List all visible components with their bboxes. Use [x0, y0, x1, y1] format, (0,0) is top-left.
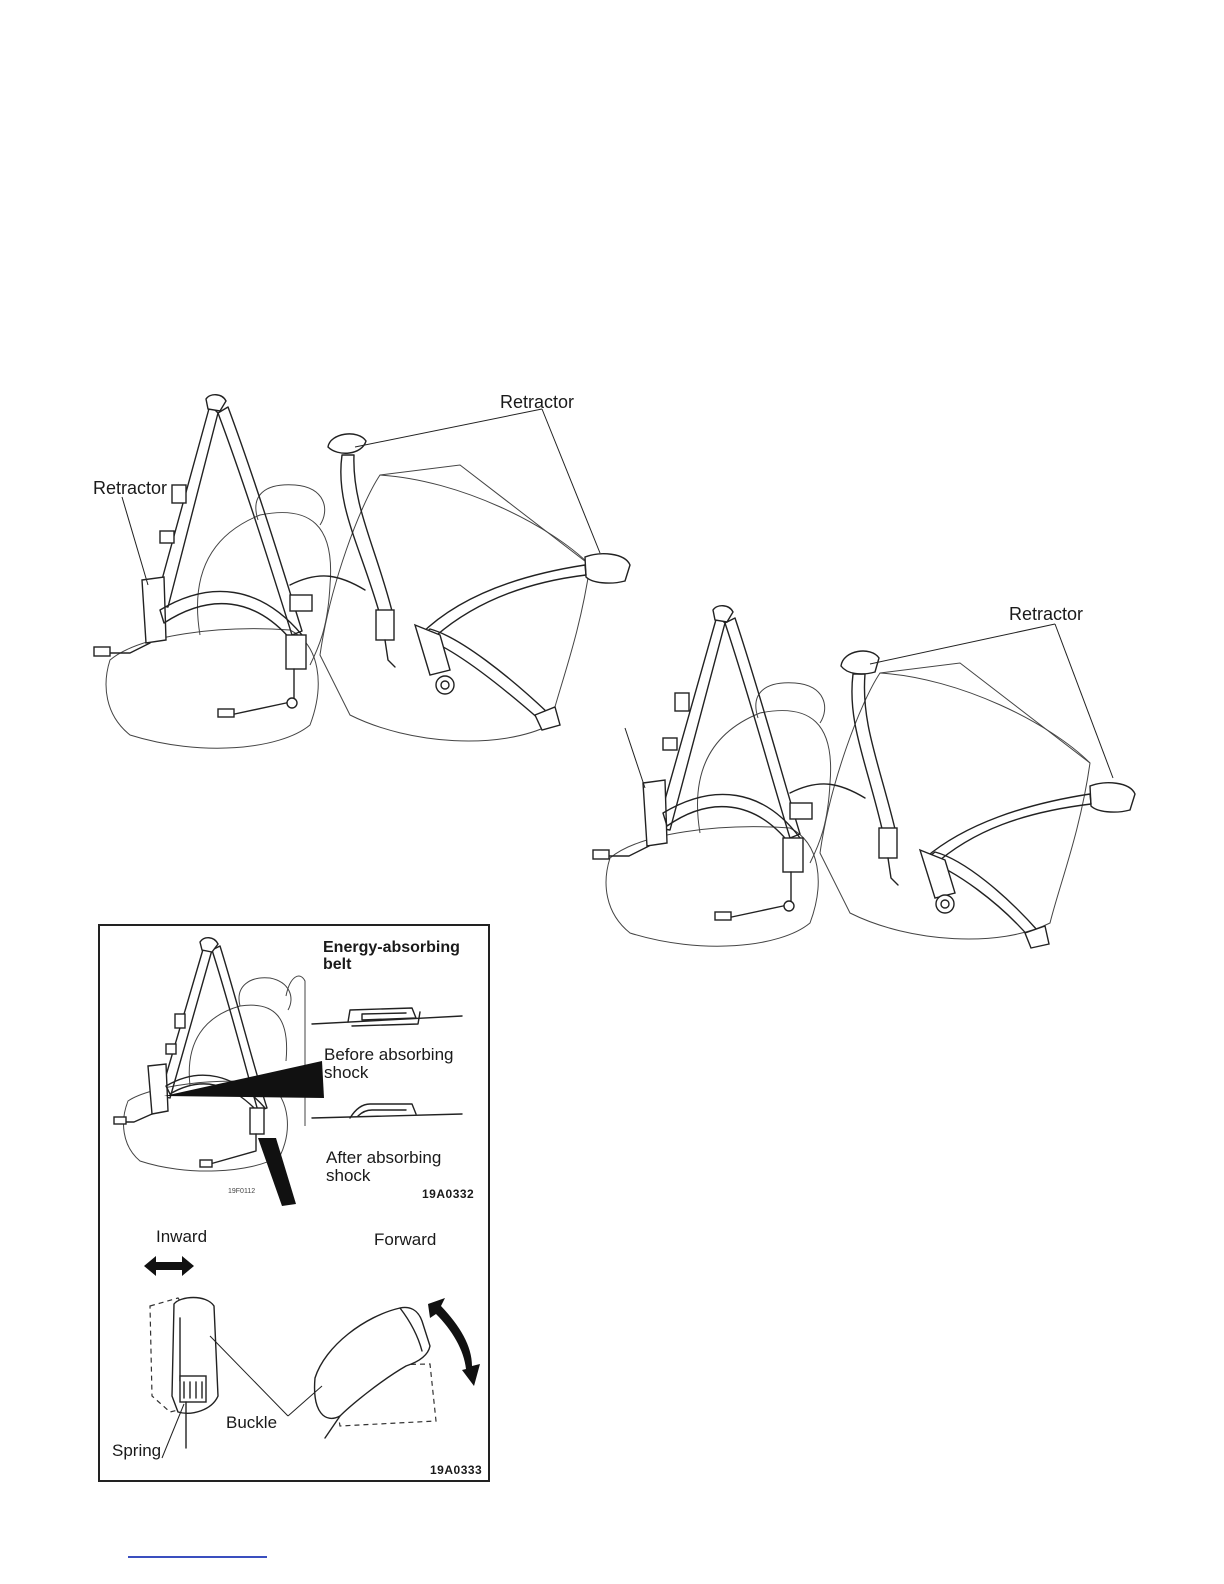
zoom-wedge-upper: [164, 1061, 324, 1098]
before-absorbing-label: Before absorbing shock: [324, 1046, 453, 1082]
retractor-label: Retractor: [1009, 605, 1083, 623]
inward-label: Inward: [156, 1228, 207, 1245]
zoom-wedge-lower: [258, 1138, 296, 1206]
energy-absorbing-title: Energy-absorbing belt: [323, 940, 460, 974]
figure-energy-absorbing-belt: Energy-absorbing belt Before absorbing s…: [98, 924, 490, 1482]
after-absorbing-label: After absorbing shock: [326, 1149, 441, 1185]
figure-code-0333: 19A0333: [430, 1464, 482, 1476]
forward-label: Forward: [374, 1231, 436, 1248]
energy-absorbing-illustration: [100, 926, 488, 1480]
retractor-label-right: Retractor: [500, 393, 574, 411]
forward-arrow-icon: [428, 1298, 480, 1386]
buckle-label: Buckle: [226, 1414, 277, 1431]
spring-label: Spring: [112, 1442, 161, 1459]
figure-seatbelt-top-left: Retractor Retractor: [80, 385, 640, 765]
inward-arrow-icon: [144, 1256, 194, 1276]
footer-link-rule: [128, 1556, 267, 1558]
figure-seatbelt-top-right: Retractor: [585, 598, 1145, 970]
retractor-label-left: Retractor: [93, 479, 167, 497]
small-figure-code: 19F0112: [228, 1188, 255, 1195]
seatbelt-illustration-top-right: [585, 598, 1145, 970]
figure-code-0332: 19A0332: [422, 1188, 474, 1200]
seatbelt-illustration-top-left: [80, 385, 640, 765]
